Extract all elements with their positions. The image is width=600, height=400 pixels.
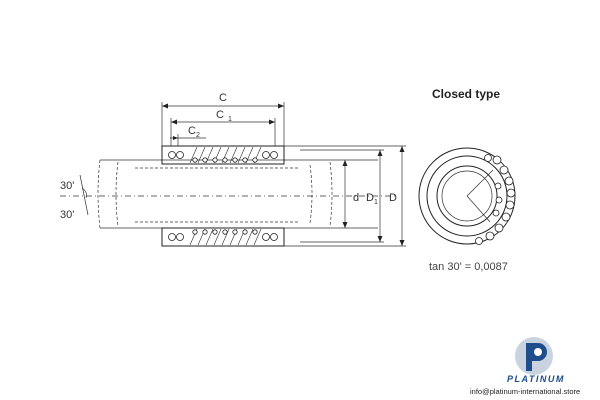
inner-bore <box>436 165 498 227</box>
dim-d-label: d <box>353 192 359 204</box>
logo-p-hole <box>534 348 542 356</box>
dim-D1-sub: 1 <box>374 199 378 206</box>
dim-C-label: C <box>219 92 227 104</box>
front-view: Closed type tan 30' = 0,0087 <box>418 87 516 273</box>
front-ball-set <box>475 154 516 245</box>
angle-bottom-label: 30' <box>60 209 74 221</box>
dim-C2-label: C <box>188 125 196 137</box>
bottom-ball-row <box>168 229 278 241</box>
bearing-top-section <box>161 145 285 165</box>
shaft-left-end <box>97 159 101 229</box>
brand-url[interactable]: info@platinum-international.store <box>470 387 580 396</box>
tan-formula: tan 30' = 0,0087 <box>429 261 508 273</box>
side-section-view: C C 1 C 2 d D 1 D 30' 30' <box>60 92 406 247</box>
closed-type-title: Closed type <box>432 87 500 101</box>
shaft-left-inner <box>115 161 119 227</box>
dim-D1-label: D <box>366 192 374 204</box>
front-view-angle-line <box>466 169 494 197</box>
bearing-bottom-section <box>161 227 285 247</box>
shaft-right-inner <box>329 161 333 227</box>
dim-C1-sub: 1 <box>228 116 232 123</box>
top-ball-row <box>168 151 278 163</box>
dim-C1-label: C <box>216 109 224 121</box>
dim-C2-arrow <box>173 136 178 140</box>
platinum-logo: PLATINUM info@platinum-international.sto… <box>470 337 580 396</box>
shaft-right-inner2 <box>309 164 313 224</box>
angle-arc-top <box>81 187 87 199</box>
logo-letter-p <box>526 343 547 371</box>
outer-ring-inner <box>426 155 508 237</box>
dim-D-label: D <box>389 192 397 204</box>
inner-bore-edge <box>441 170 493 222</box>
dim-C2-sub: 2 <box>196 132 200 139</box>
brand-name: PLATINUM <box>507 374 565 384</box>
angle-top-label: 30' <box>60 180 74 192</box>
front-view-angle-line-2 <box>466 195 491 223</box>
outer-ring <box>418 147 516 245</box>
angle-line <box>79 174 89 216</box>
